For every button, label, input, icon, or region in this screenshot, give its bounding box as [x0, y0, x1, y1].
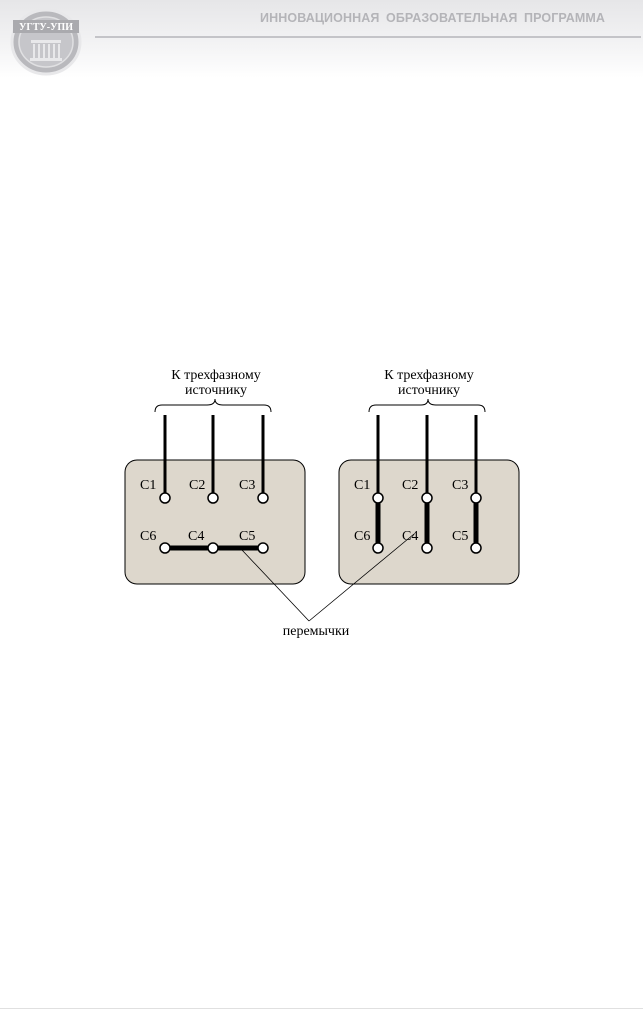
left-label-c3: C3 — [239, 478, 255, 493]
right-terminal-c3 — [470, 492, 482, 504]
right-label-c2: C2 — [402, 478, 418, 493]
jumpers-label: перемычки — [283, 624, 350, 639]
header-divider — [95, 36, 641, 38]
left-terminal-c2 — [207, 492, 219, 504]
right-brace — [368, 398, 486, 413]
right-terminal-c1 — [372, 492, 384, 504]
page-bottom-divider — [0, 1008, 643, 1009]
right-label-c1: C1 — [354, 478, 370, 493]
left-terminal-c3 — [257, 492, 269, 504]
callout-line-right — [308, 533, 415, 622]
university-logo: УГТУ-УПИ — [9, 6, 87, 76]
page-header: УГТУ-УПИ ИННОВАЦИОННАЯ ОБРАЗОВАТЕЛЬНАЯ П… — [0, 0, 643, 78]
left-brace — [154, 398, 272, 413]
right-connection-diagram: К трехфазному источнику C1 C2 C3 C6 C4 C… — [338, 368, 520, 585]
left-label-c5: C5 — [239, 529, 255, 544]
wiring-diagram-figure: К трехфазному источнику C1 C2 C3 C6 C4 C… — [124, 362, 522, 648]
left-source-label-line1: К трехфазному — [171, 368, 261, 383]
callout-line-left — [241, 549, 310, 622]
jumper-callout: перемычки — [241, 533, 415, 639]
left-terminal-c5 — [257, 542, 269, 554]
svg-text:УГТУ-УПИ: УГТУ-УПИ — [19, 22, 73, 33]
right-source-label-line1: К трехфазному — [384, 368, 474, 383]
right-label-c3: C3 — [452, 478, 468, 493]
left-terminal-c4 — [207, 542, 219, 554]
left-label-c4: C4 — [188, 529, 204, 544]
left-terminal-c1 — [159, 492, 171, 504]
left-connection-diagram: К трехфазному источнику C1 C2 C3 C6 C4 C… — [124, 368, 306, 585]
left-label-c2: C2 — [189, 478, 205, 493]
left-terminal-c6 — [159, 542, 171, 554]
right-label-c6: C6 — [354, 529, 370, 544]
right-terminal-c2 — [421, 492, 433, 504]
right-terminal-c5 — [470, 542, 482, 554]
right-terminal-c4 — [421, 542, 433, 554]
left-terminal-box — [124, 459, 306, 585]
left-label-c6: C6 — [140, 529, 156, 544]
right-source-label-line2: источнику — [398, 383, 460, 398]
header-title: ИННОВАЦИОННАЯ ОБРАЗОВАТЕЛЬНАЯ ПРОГРАММА — [260, 11, 605, 25]
left-source-label-line2: источнику — [185, 383, 247, 398]
left-label-c1: C1 — [140, 478, 156, 493]
right-terminal-c6 — [372, 542, 384, 554]
right-label-c5: C5 — [452, 529, 468, 544]
